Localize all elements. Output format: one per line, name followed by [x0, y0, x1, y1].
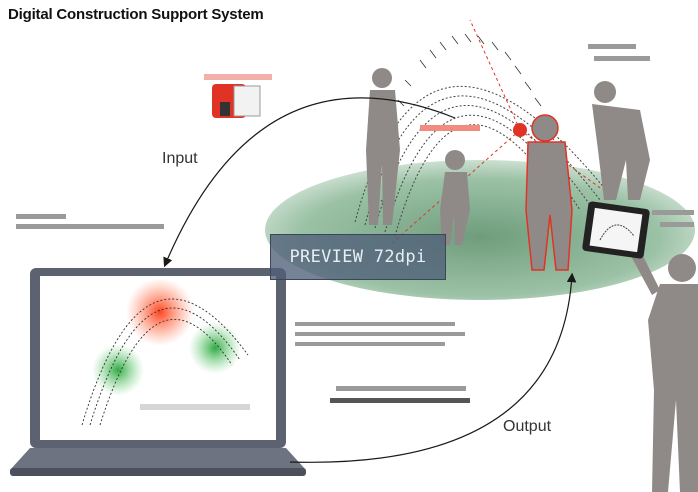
- input-arrow: [163, 97, 456, 268]
- output-arrow: [289, 272, 577, 463]
- person-worker-left: [366, 68, 400, 225]
- annotation-bars: [16, 44, 694, 403]
- screen-caption-bar: [140, 404, 250, 410]
- person-worker-right: [592, 81, 650, 200]
- scanner-device: [513, 123, 527, 137]
- arch-model-screen: [81, 298, 249, 426]
- tablet-icon: [582, 201, 650, 259]
- input-label: Input: [162, 150, 198, 167]
- deviation-blob-green-left: [92, 344, 144, 396]
- person-child: [440, 150, 470, 245]
- scanner-label-bar: [420, 125, 480, 131]
- laser-scanner-icon: [204, 74, 272, 118]
- person-tablet-user: [632, 250, 698, 492]
- person-scanner-operator: [525, 114, 573, 271]
- page-title: Digital Construction Support System: [8, 6, 264, 23]
- deviation-blob-green-right: [189, 322, 241, 374]
- output-label: Output: [503, 418, 552, 435]
- deviation-blob-red: [126, 278, 194, 346]
- preview-watermark: PREVIEW 72dpi: [270, 234, 446, 280]
